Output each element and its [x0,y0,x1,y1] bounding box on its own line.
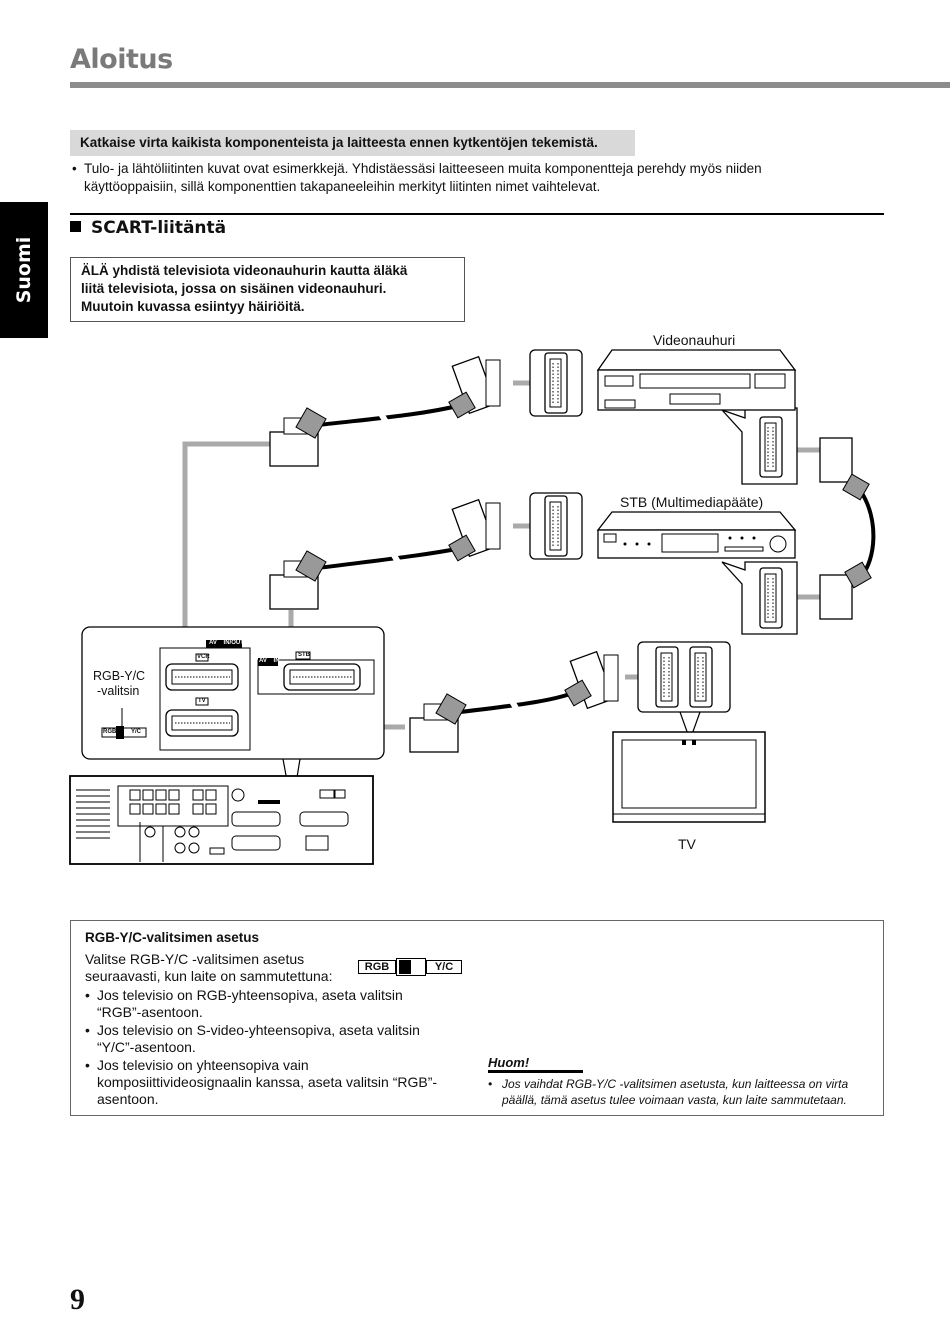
square-bullet-icon [70,221,81,232]
section-rule [70,213,884,215]
note-heading: Huom! [488,1055,530,1070]
selector-label-1: RGB-Y/C [93,669,146,683]
tv-label: TV [678,836,696,852]
rgb-yc-switch-icon: RGB Y/C [358,958,462,976]
page-title: Aloitus [70,44,173,75]
plug-vcr-left [269,407,327,467]
selector-settings-box: RGB-Y/C-valitsimen asetus Valitse RGB-Y/… [70,920,884,1116]
plug-stb-left [269,550,327,610]
intro-bullet: • Tulo- ja lähtöliitinten kuvat ovat esi… [70,160,870,196]
settings-intro-2: seuraavasti, kun laite on sammutettuna: [85,968,333,984]
tv-device [612,731,766,823]
switch-yc-label: Y/C [426,960,462,974]
receiver-rear [69,775,374,865]
warning-bar: Katkaise virta kaikista komponenteista j… [70,130,635,156]
plug-tv-left [409,693,467,753]
settings-item: • Jos televisio on RGB-yhteensopiva, ase… [85,987,403,1020]
cable-breaks [377,410,519,710]
caution-line-3: Muutoin kuvassa esiintyy häiriöitä. [81,299,305,314]
note-text: • Jos vaihdat RGB-Y/C -valitsimen asetus… [488,1076,878,1108]
language-tab-label: Suomi [13,236,35,304]
plug-vcr-stb-top [819,437,870,501]
vcr-label: Videonauhuri [653,332,736,348]
settings-heading: RGB-Y/C-valitsimen asetus [85,930,260,945]
note-line-1: Jos vaihdat RGB-Y/C -valitsimen asetusta… [502,1077,849,1091]
plug-stb-right [448,498,501,562]
bullet-mark: • [72,161,77,176]
stb-device [596,511,797,559]
intro-line-1: Tulo- ja lähtöliitinten kuvat ovat esime… [84,161,762,176]
vcr-device [596,349,797,411]
intro-line-2: käyttöoppaisiin, sillä komponenttien tak… [84,179,601,194]
connection-diagram [69,349,876,865]
settings-intro-1: Valitse RGB-Y/C -valitsimen asetus [85,951,305,967]
panel-stb: STB [298,652,310,658]
panel-yc: Y/C [131,729,142,735]
switch-body [396,958,426,976]
settings-item: • Jos televisio on yhteensopiva vain kom… [85,1057,438,1107]
section-heading-text: SCART-liitäntä [91,218,227,238]
selector-label-2: -valitsin [97,684,140,698]
tv-scart-zoom [637,641,731,713]
panel-tv: TV [198,698,206,704]
stb-label: STB (Multimediapääte) [620,494,764,510]
section-heading: SCART-liitäntä [70,218,226,238]
plug-vcr-stb-bottom [819,561,872,620]
panel-rgb: RGB [103,729,117,735]
language-tab: Suomi [0,202,48,338]
panel-av-in: AV IN [259,658,280,664]
panel-av-inout: AV IN/OUT [209,640,244,646]
note-line-2: päällä, tämä asetus tulee voimaan vasta,… [502,1093,847,1107]
switch-rgb-label: RGB [358,960,396,974]
page-number: 9 [70,1283,85,1316]
title-rule [70,82,950,88]
note-rule [488,1070,583,1073]
plug-tv-right [564,650,619,710]
caution-box: ÄLÄ yhdistä televisiota videonauhurin ka… [70,257,465,322]
plug-vcr-right [448,355,501,419]
panel-vcr: VCR [197,654,210,660]
settings-item: • Jos televisio on S-video-yhteensopiva,… [85,1022,420,1055]
caution-line-1: ÄLÄ yhdistä televisiota videonauhurin ka… [81,263,408,278]
caution-line-2: liitä televisiota, jossa on sisäinen vid… [81,281,387,296]
